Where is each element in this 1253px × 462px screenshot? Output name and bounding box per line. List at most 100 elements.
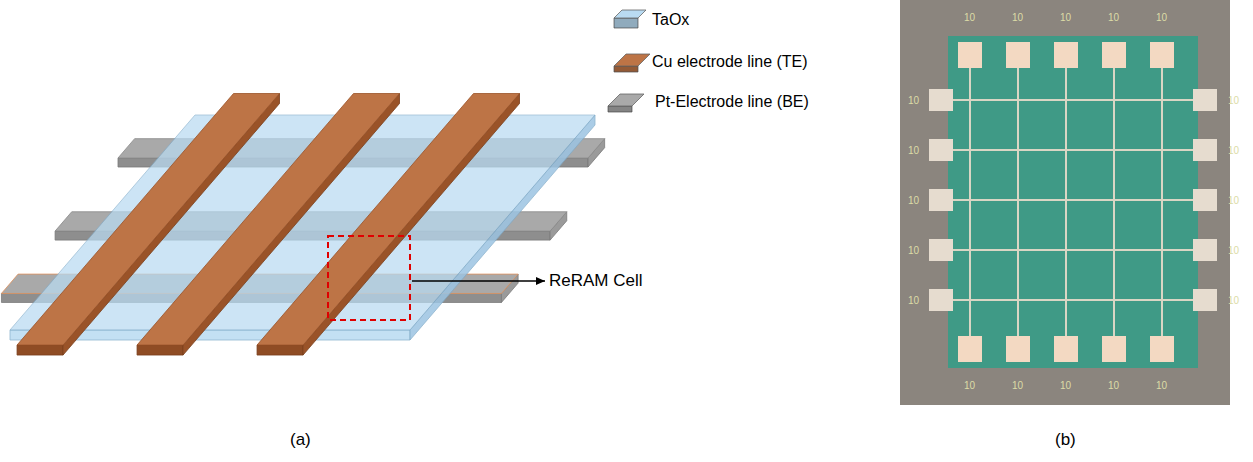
pad-number: 10: [1228, 295, 1239, 306]
legend-swatch-box: [612, 8, 652, 34]
pad-number-text: 10: [908, 245, 919, 256]
legend-entry: TaOx: [652, 11, 689, 29]
top-pad: [958, 42, 982, 68]
row-wire: [950, 149, 1200, 151]
pad-number: 10: [1228, 245, 1239, 256]
left-pad: [929, 89, 953, 111]
shape-face: [137, 345, 183, 355]
left-pad: [929, 189, 953, 211]
shape-face: [17, 345, 63, 355]
pad-number: 10: [1228, 145, 1239, 156]
legend-swatch: [608, 94, 644, 106]
legend-swatch: [608, 106, 632, 112]
pad-number-text: 10: [964, 12, 975, 23]
bottom-pad: [1006, 336, 1030, 362]
pad-number: 10: [1228, 95, 1239, 106]
pad-number: 10: [1060, 380, 1071, 391]
cell-highlight: [328, 236, 410, 320]
pad-number: 10: [908, 95, 919, 106]
electrode-wires: [950, 60, 1200, 344]
pad-number: 10: [1060, 12, 1071, 23]
pad-number: 10: [1228, 195, 1239, 206]
pad-number-text: 10: [1108, 380, 1119, 391]
pad-number-text: 10: [1108, 12, 1119, 23]
right-pad: [1193, 89, 1217, 111]
panel-label-text: (b): [1055, 430, 1076, 449]
right-pad: [1193, 189, 1217, 211]
right-pad: [1193, 289, 1217, 311]
pad-number-text: 10: [1228, 95, 1239, 106]
pad-number: 10: [1156, 12, 1167, 23]
pad-number-text: 10: [1228, 145, 1239, 156]
left-pad: [929, 289, 953, 311]
pad-number-text: 10: [908, 295, 919, 306]
column-wire: [1065, 60, 1067, 344]
left-pad: [929, 239, 953, 261]
pad-number: 10: [908, 195, 919, 206]
row-wire: [950, 249, 1200, 251]
legend-entry: Pt-Electrode line (BE): [655, 93, 809, 111]
row-wire: [950, 99, 1200, 101]
legend-swatch-box: [606, 90, 646, 116]
pad-number-text: 10: [1012, 380, 1023, 391]
row-wire: [950, 299, 1200, 301]
column-wire: [1161, 60, 1163, 344]
pad-number: 10: [964, 12, 975, 23]
pad-number-text: 10: [908, 195, 919, 206]
top-pad: [1150, 42, 1174, 68]
right-pad: [1193, 139, 1217, 161]
swatch-shade: [608, 106, 632, 112]
swatch-shade: [614, 66, 638, 72]
shape-face: [137, 94, 399, 346]
pad-number-text: 10: [1156, 12, 1167, 23]
callout-label-text: ReRAM Cell: [549, 271, 643, 290]
pad-number-text: 10: [1228, 195, 1239, 206]
pad-number: 10: [1108, 12, 1119, 23]
pad-number-text: 10: [1228, 295, 1239, 306]
pad-number-text: 10: [1228, 245, 1239, 256]
legend-text: TaOx: [652, 11, 689, 28]
crossbar-3d: [1, 94, 604, 356]
pad-number: 10: [1156, 380, 1167, 391]
pad-number-text: 10: [1060, 380, 1071, 391]
legend-swatch: [614, 18, 638, 28]
pad-number: 10: [908, 245, 919, 256]
shape-face: [17, 94, 279, 346]
pad-number: 10: [908, 145, 919, 156]
legend-text: Pt-Electrode line (BE): [655, 93, 809, 110]
legend-entry: Cu electrode line (TE): [652, 53, 808, 71]
chip-micrograph: [900, 0, 1230, 405]
pad-number: 10: [1012, 380, 1023, 391]
legend-swatch-box: [612, 50, 652, 76]
pad-number: 10: [908, 295, 919, 306]
panel-label: (b): [1055, 430, 1076, 450]
contact-pads: [929, 42, 1217, 362]
pad-number-text: 10: [964, 380, 975, 391]
pad-number-text: 10: [1060, 12, 1071, 23]
top-pad: [1006, 42, 1030, 68]
legend-swatch: [614, 66, 638, 72]
top-pad: [1102, 42, 1126, 68]
row-wire: [950, 199, 1200, 201]
pad-number-text: 10: [1156, 380, 1167, 391]
legend-swatch: [614, 10, 646, 18]
panel-label-text: (a): [290, 430, 311, 449]
pad-number-text: 10: [908, 145, 919, 156]
pointer-arrow: [412, 280, 545, 282]
pad-number: 10: [1012, 12, 1023, 23]
shape-face: [257, 94, 519, 346]
swatch-shade: [614, 18, 638, 28]
pad-number: 10: [1108, 380, 1119, 391]
bottom-pad: [1150, 336, 1174, 362]
shape-face: [303, 94, 519, 356]
legend-swatch: [614, 54, 650, 66]
column-wire: [1017, 60, 1019, 344]
bottom-pad: [1102, 336, 1126, 362]
top-pad: [1054, 42, 1078, 68]
legend-text: Cu electrode line (TE): [652, 53, 808, 70]
pad-number-text: 10: [1012, 12, 1023, 23]
column-wire: [969, 60, 971, 344]
right-pad: [1193, 239, 1217, 261]
bottom-pad: [958, 336, 982, 362]
column-wire: [1113, 60, 1115, 344]
